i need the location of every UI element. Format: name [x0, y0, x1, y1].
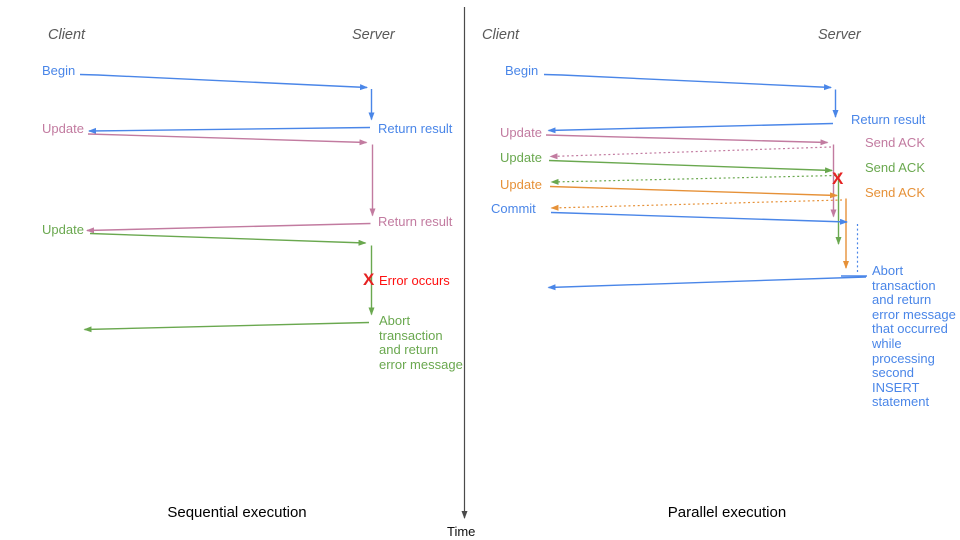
par-abort-label: Abort transaction and return error messa…	[872, 263, 956, 410]
seq-update-2-arrow	[89, 232, 367, 246]
seq-return-result-2-label: Return result	[378, 214, 453, 229]
seq-abort-arrow	[83, 321, 370, 333]
seq-client-header: Client	[48, 27, 86, 43]
par-caption: Parallel execution	[667, 504, 787, 521]
seq-begin-label: Begin	[42, 63, 76, 78]
seq-return-result-1-arrow	[88, 126, 371, 134]
par-update-1-arrow	[545, 134, 829, 146]
par-update-2-label: Update	[500, 150, 542, 165]
seq-caption: Sequential execution	[167, 504, 307, 521]
par-begin-arrow	[543, 73, 832, 91]
seq-error-x-mark: X	[363, 270, 375, 289]
par-return-result-label: Return result	[851, 112, 926, 127]
seq-return-result-1-label: Return result	[378, 121, 453, 136]
seq-update-1-label: Update	[42, 121, 84, 136]
par-send-ack-2-label: Send ACK	[865, 160, 925, 175]
par-commit-arrow	[550, 211, 848, 225]
par-send-ack-3-label: Send ACK	[865, 185, 925, 200]
seq-update-1-arrow	[87, 133, 368, 146]
par-update-1-label: Update	[500, 125, 542, 140]
par-send-ack-2-arrow	[550, 174, 837, 185]
par-update-3-label: Update	[500, 177, 542, 192]
par-send-ack-3-arrow	[550, 199, 843, 211]
seq-server-header: Server	[352, 27, 395, 43]
par-send-ack-1-label: Send ACK	[865, 135, 925, 150]
time-axis-label: Time	[447, 524, 476, 539]
par-commit-label: Commit	[491, 201, 536, 216]
par-server-header: Server	[818, 27, 861, 43]
par-update-2-arrow	[548, 159, 833, 174]
seq-begin-arrow	[79, 73, 368, 91]
par-abort-arrow	[547, 276, 867, 291]
seq-update-2-label: Update	[42, 222, 84, 237]
seq-error-label: Error occurs	[379, 273, 450, 288]
par-error-x-mark: X	[832, 169, 844, 188]
par-send-ack-1-arrow	[549, 146, 832, 160]
par-begin-label: Begin	[505, 63, 539, 78]
seq-abort-label: Abort transaction and return error messa…	[379, 313, 463, 372]
par-return-result-arrow	[547, 122, 834, 134]
par-client-header: Client	[482, 27, 520, 43]
seq-return-result-2-arrow	[86, 222, 371, 234]
par-update-3-arrow	[549, 185, 838, 199]
